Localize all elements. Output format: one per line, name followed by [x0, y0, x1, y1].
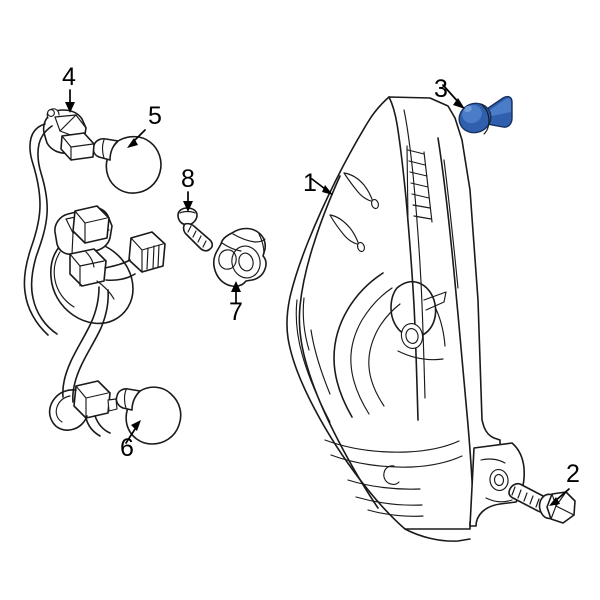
callout-5-arrowhead [127, 138, 138, 148]
callout-6-number: 6 [120, 434, 134, 462]
callout-5-number: 5 [148, 102, 162, 130]
callout-6: 6 [120, 420, 141, 462]
callout-8: 8 [181, 165, 195, 212]
callout-2: 2 [549, 460, 580, 506]
callout-1-arrowhead [322, 185, 333, 195]
part-tail-lamp-bulb-lower[interactable] [115, 386, 182, 445]
callout-7: 7 [229, 281, 243, 326]
part-hex-flange-bolt[interactable] [508, 482, 576, 524]
part-push-pin-clip-screw[interactable] [455, 95, 513, 138]
housing-rib-detail [406, 145, 433, 223]
callout-7-arrowhead [231, 281, 241, 292]
part-tail-lamp-housing[interactable] [286, 96, 525, 542]
callout-7-number: 7 [229, 298, 243, 326]
callout-1: 1 [303, 169, 333, 197]
callout-6-arrowhead [131, 420, 141, 431]
callout-2-arrowhead [549, 497, 560, 506]
part-bulb-socket[interactable] [213, 227, 267, 288]
callout-8-arrowhead [183, 201, 193, 212]
callout-3: 3 [434, 75, 465, 109]
part-mounting-screw[interactable] [177, 207, 214, 252]
callout-4-number: 4 [62, 63, 76, 91]
part-tail-lamp-bulb-upper[interactable] [92, 135, 162, 194]
callout-4-arrowhead [65, 102, 75, 113]
callout-3-number: 3 [434, 75, 448, 103]
callout-4: 4 [62, 63, 76, 113]
callout-8-number: 8 [181, 165, 195, 193]
callout-1-number: 1 [303, 169, 317, 197]
callout-3-arrowhead [453, 98, 465, 109]
callout-2-number: 2 [566, 460, 580, 488]
callout-5: 5 [127, 102, 162, 148]
part-wiring-harness[interactable] [23, 108, 166, 437]
